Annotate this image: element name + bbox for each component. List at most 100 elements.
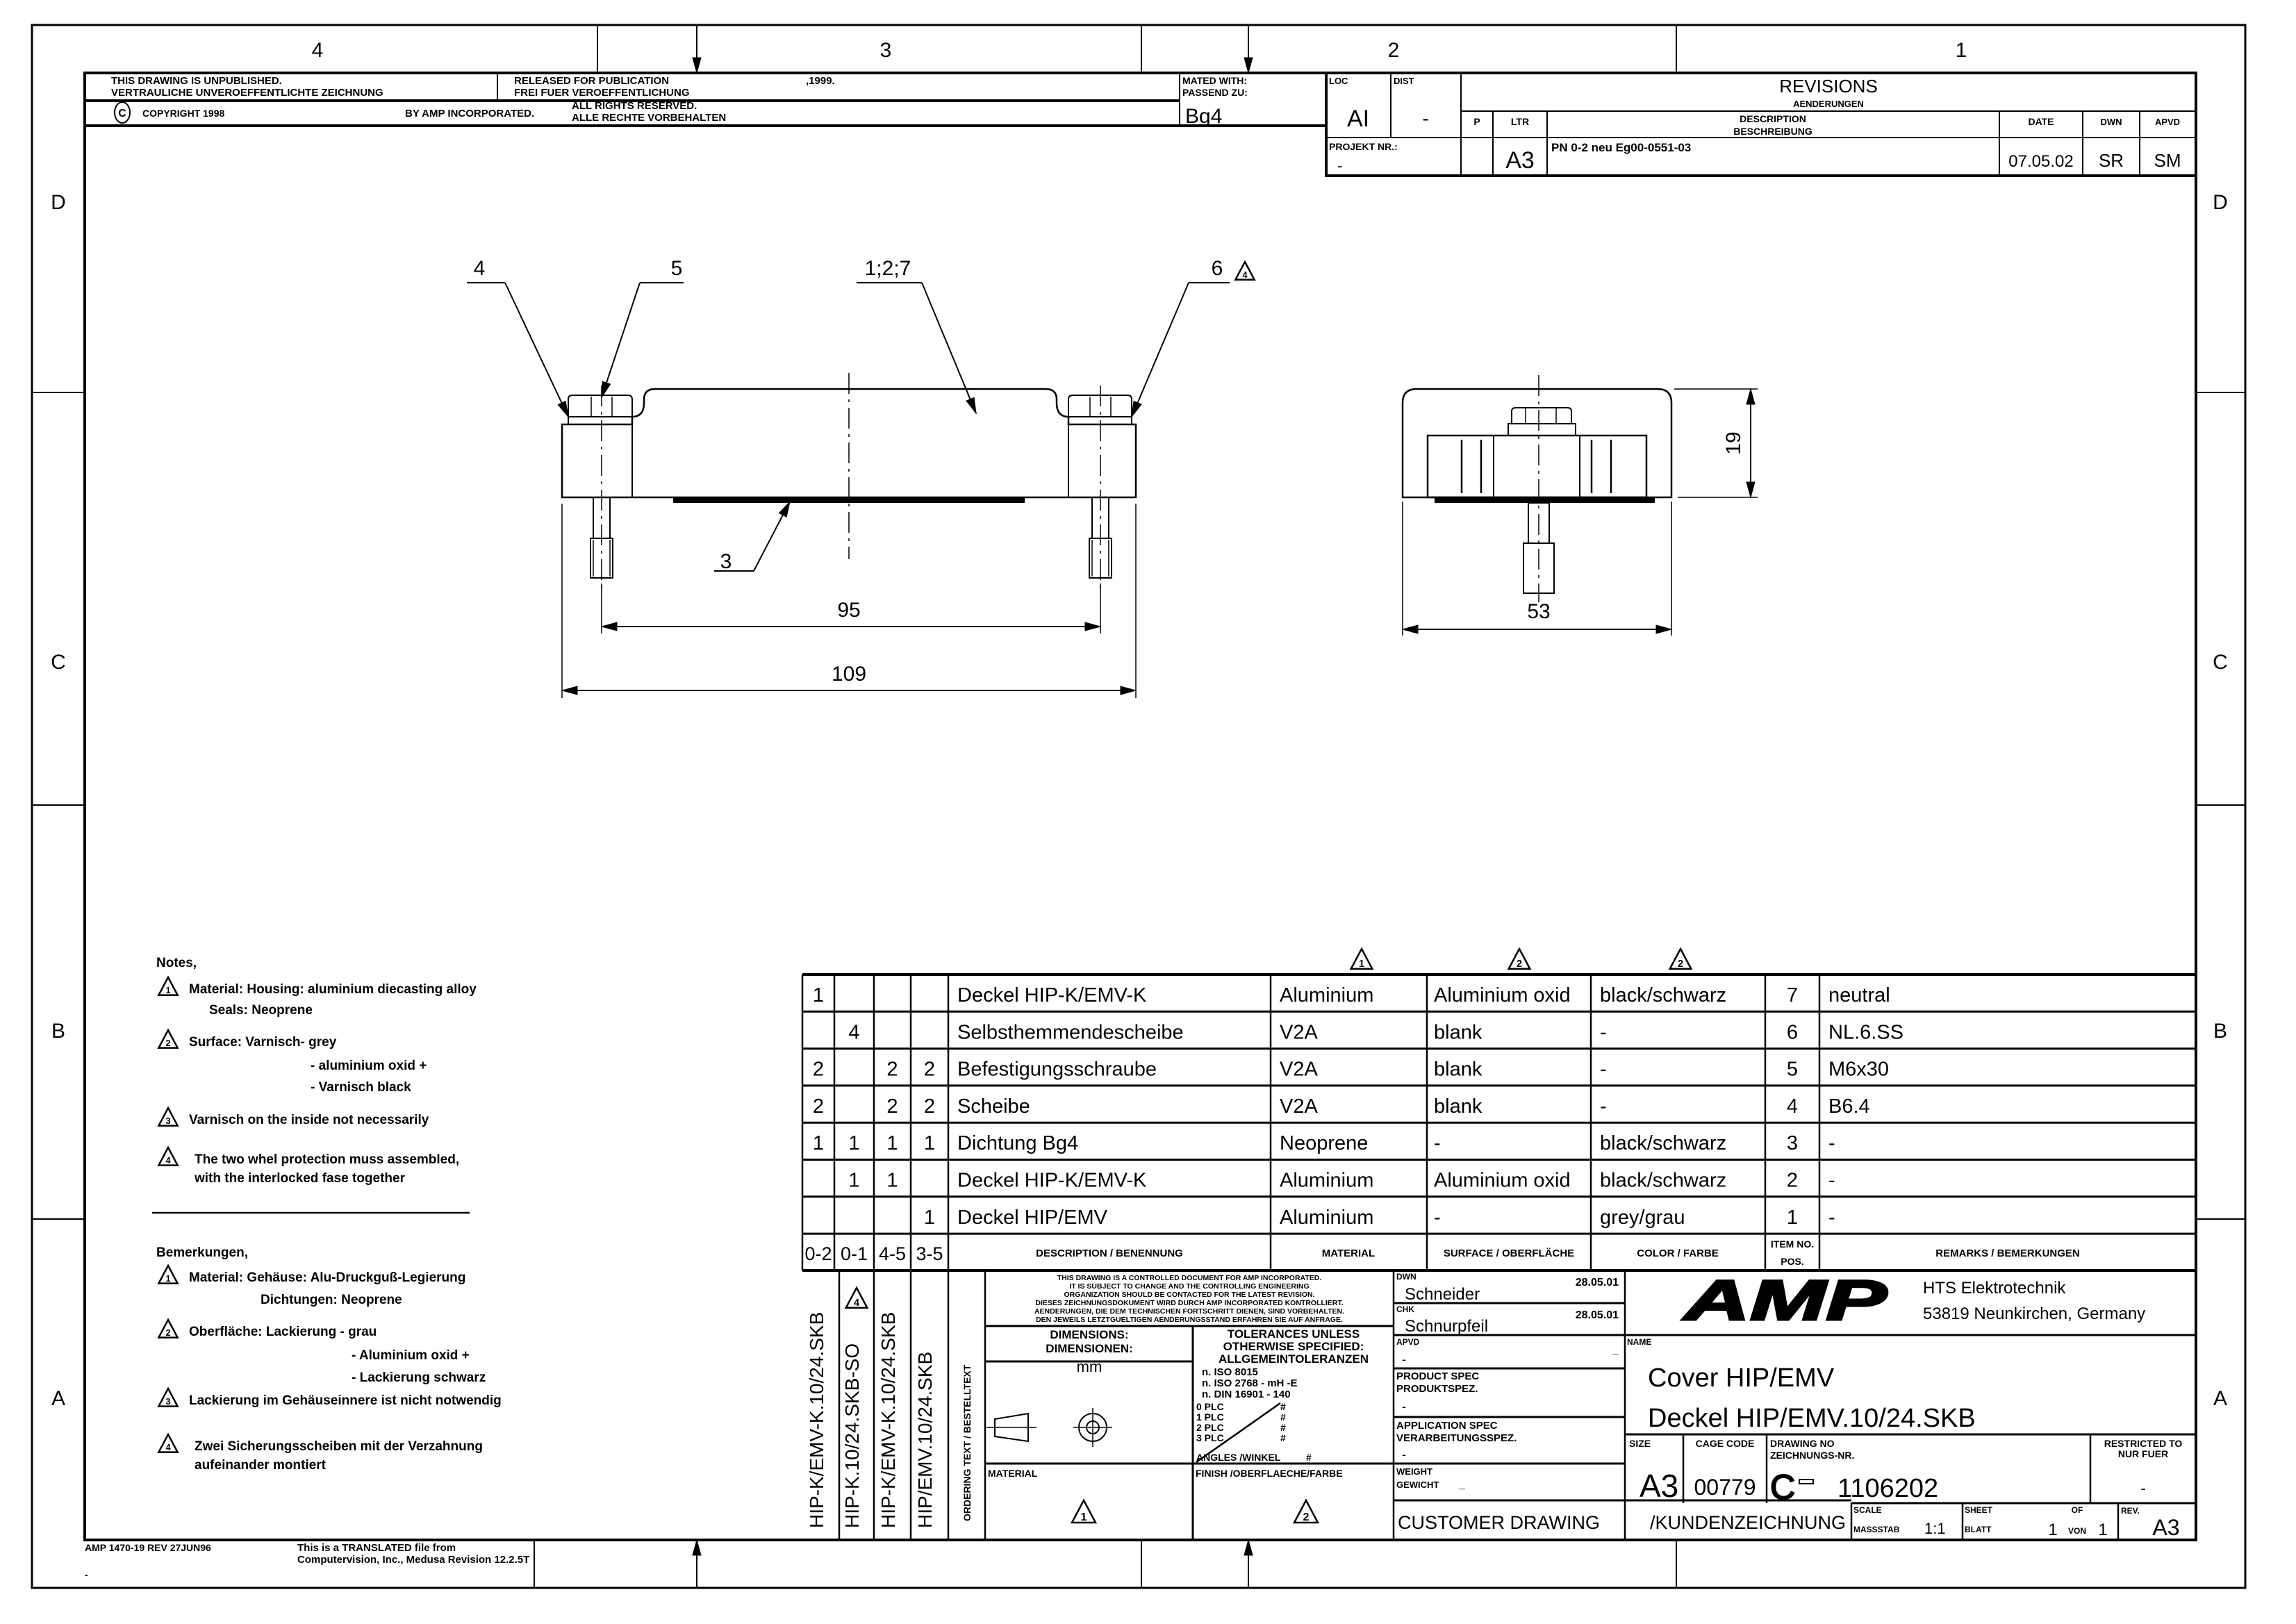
label: NAME: [1627, 1337, 1651, 1347]
surface-cell: Aluminium oxid: [1434, 1170, 1571, 1192]
label: IT IS SUBJECT TO CHANGE AND THE CONTROLL…: [1069, 1282, 1309, 1291]
quantity-cell: 4: [848, 1021, 859, 1043]
label: -: [1402, 1352, 1406, 1366]
note-line: Varnisch on the inside not necessarily: [189, 1113, 429, 1127]
triangle-icon: [157, 1145, 179, 1166]
triangle-number: 1: [1081, 1511, 1087, 1523]
zone-number: 2: [1388, 39, 1400, 62]
ordering-variant: HIP-K.10/24.SKB-SO: [841, 1343, 863, 1528]
note-line: Zwei Sicherungsscheiben mit der Verzahnu…: [195, 1439, 483, 1454]
revision-triangle-icon: 4: [157, 1145, 179, 1166]
units: mm: [1077, 1358, 1102, 1375]
triangle-number: 4: [854, 1298, 859, 1309]
color-cell: black/schwarz: [1600, 1170, 1726, 1192]
triangle-number: 2: [165, 1038, 170, 1048]
label: VON: [2068, 1526, 2086, 1536]
zone-letter: B: [51, 1020, 65, 1043]
zone-letter: B: [2213, 1020, 2227, 1043]
color-cell: -: [1600, 1059, 1607, 1081]
dimension-19: 19: [1722, 431, 1745, 454]
zone-letter: A: [51, 1387, 65, 1410]
company-name: HTS Elektrotechnik: [1923, 1279, 2066, 1298]
label: SR: [2099, 150, 2124, 171]
quantity-cell: 1: [848, 1132, 859, 1154]
label: DIMENSIONS:: [1050, 1328, 1128, 1341]
dimension-109: 109: [832, 663, 866, 686]
description-cell: Deckel HIP-K/EMV-K: [957, 1170, 1147, 1192]
quantity-cell: 1: [924, 1132, 935, 1154]
note-line: - Varnisch black: [311, 1080, 411, 1095]
ordering-variant: HIP/EMV.10/24.SKB: [914, 1352, 936, 1528]
label: -: [1422, 108, 1428, 129]
notes-german: Bemerkungen, 1 Material: Gehäuse: Alu-Druc…: [156, 1245, 502, 1473]
callout-4: 4: [474, 257, 486, 280]
nut-head: [568, 395, 633, 417]
quantity-cell: 1: [848, 1170, 859, 1192]
description-cell: Dichtung Bg4: [957, 1132, 1078, 1154]
triangle-number: 4: [165, 1155, 171, 1166]
zone-letter: D: [2213, 191, 2228, 214]
drawn-by: Schneider: [1405, 1285, 1480, 1304]
label: MATERIAL: [988, 1468, 1038, 1479]
label: DRAWING NO: [1770, 1438, 1835, 1449]
label: ,1999.: [806, 75, 835, 87]
cone-icon: [994, 1412, 1029, 1443]
housing-block: [1426, 434, 1648, 499]
leader-line: [504, 282, 569, 417]
label: n. ISO 8015: [1202, 1366, 1258, 1378]
customer-drawing-label: CUSTOMER DRAWING: [1398, 1512, 1600, 1533]
arrowhead: [557, 400, 569, 418]
label: REMARKS / BEMERKUNGEN: [1935, 1248, 2080, 1259]
sheet-number: 1: [2048, 1521, 2057, 1539]
item-number-cell: 6: [1787, 1021, 1798, 1043]
remarks-cell: NL.6.SS: [1828, 1021, 1903, 1043]
label: -: [1402, 1448, 1406, 1461]
label: 28.05.01: [1576, 1277, 1619, 1289]
arrowhead: [1244, 1539, 1253, 1556]
item-number-cell: 7: [1787, 984, 1798, 1006]
note-line: Material: Gehäuse: Alu-Druckguß-Legierun…: [189, 1270, 465, 1285]
triangle-number: 4: [165, 1442, 171, 1452]
surface-cell: Aluminium oxid: [1434, 984, 1571, 1006]
label: -: [2140, 1480, 2145, 1497]
arrowhead: [966, 397, 977, 415]
surface-cell: -: [1434, 1207, 1441, 1229]
triangle-number: 1: [165, 1273, 170, 1284]
label: -: [1402, 1400, 1406, 1414]
note-line: - Aluminium oxid +: [352, 1348, 470, 1363]
quantity-cell: 2: [886, 1059, 898, 1081]
note-line: Lackierung im Gehäuseinnere ist nicht no…: [189, 1393, 502, 1408]
drawing-prefix-icon: C: [1770, 1468, 1795, 1507]
color-cell: -: [1600, 1095, 1607, 1118]
label: BESCHREIBUNG: [1733, 126, 1812, 137]
arrowhead: [1120, 686, 1137, 695]
arrowhead: [1131, 400, 1142, 418]
cage-code: 00779: [1694, 1475, 1756, 1500]
label: CHK: [1396, 1304, 1414, 1314]
note-line: with the interlocked fase together: [194, 1171, 406, 1186]
notes-title: Bemerkungen,: [156, 1245, 248, 1260]
washer: [568, 416, 633, 425]
checked-by: Schnurpfeil: [1405, 1317, 1488, 1336]
label: OTHERWISE SPECIFIED:: [1223, 1340, 1364, 1353]
ordering-label: ORDERING TEXT / BESTELLTEXT: [961, 1364, 973, 1521]
gasket: [673, 497, 1025, 503]
label: DWN: [2100, 117, 2122, 127]
triangle-icon: [1070, 1498, 1098, 1524]
sheet-total: 1: [2098, 1521, 2107, 1539]
item-number-cell: 2: [1787, 1170, 1798, 1192]
label: VERARBEITUNGSSPEZ.: [1396, 1432, 1517, 1444]
notes-title: Notes,: [156, 956, 197, 970]
arrowhead: [1244, 57, 1253, 74]
arrowhead: [1084, 622, 1102, 631]
label: PRODUCT SPEC: [1396, 1370, 1479, 1382]
quantity-cell: 2: [813, 1059, 824, 1081]
surface-cell: blank: [1434, 1095, 1483, 1118]
quantity-cell: 2: [924, 1095, 935, 1118]
triangle-icon: [157, 1386, 179, 1407]
